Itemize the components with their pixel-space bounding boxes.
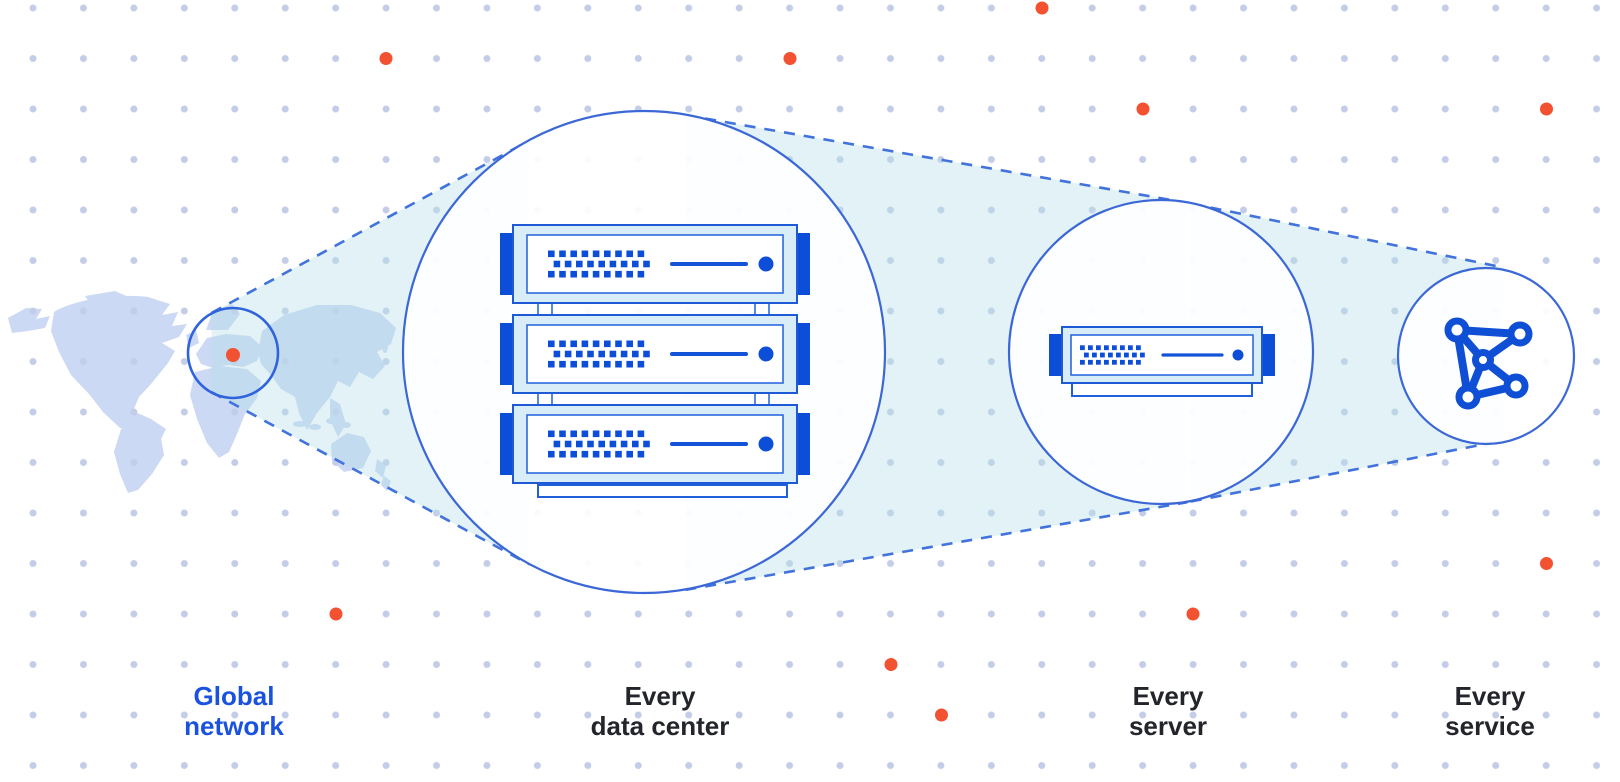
server-rack-icon bbox=[500, 224, 810, 498]
dashed-line bbox=[210, 390, 530, 566]
server-icon bbox=[1049, 326, 1275, 397]
orange-accent-dot bbox=[1540, 102, 1553, 116]
server-ear-left bbox=[500, 413, 513, 475]
dashed-line bbox=[1190, 439, 1504, 503]
orange-accent-dot bbox=[1035, 1, 1049, 15]
location-marker-dot bbox=[226, 348, 240, 362]
server-ear-right bbox=[797, 413, 810, 475]
label-line: data center bbox=[590, 711, 730, 741]
server-unit bbox=[500, 224, 810, 304]
rack-pedestal bbox=[537, 484, 788, 498]
label-line: Global bbox=[193, 681, 275, 711]
server-led-dot bbox=[758, 346, 774, 362]
mesh-node bbox=[1507, 321, 1533, 347]
orange-accent-dot bbox=[884, 658, 898, 671]
server-dot-matrix bbox=[548, 430, 650, 458]
server-led-dot bbox=[758, 436, 774, 452]
label-line: Every bbox=[1454, 681, 1526, 711]
server-base bbox=[1071, 382, 1253, 397]
server-ear-right bbox=[1262, 334, 1275, 376]
label-line: server bbox=[1128, 711, 1208, 741]
orange-accent-dot bbox=[935, 708, 948, 722]
stage-label-every-service: Every service bbox=[1445, 681, 1535, 741]
orange-accent-dot bbox=[1136, 102, 1150, 116]
server-ear-right bbox=[797, 233, 810, 295]
orange-accent-dot bbox=[329, 607, 343, 621]
dashed-line bbox=[685, 500, 1188, 592]
stage-label-every-data-center: Every data center bbox=[591, 681, 730, 741]
stage-label-global-network: Global network bbox=[184, 681, 284, 741]
orange-accent-dot bbox=[1540, 557, 1553, 570]
orange-accent-dot bbox=[379, 52, 393, 65]
server-dot-matrix bbox=[1080, 345, 1145, 365]
dashed-line bbox=[1190, 202, 1504, 269]
orange-accent-dot bbox=[1186, 607, 1200, 621]
server-ear-left bbox=[1049, 334, 1062, 376]
mesh-node bbox=[1503, 373, 1529, 399]
orange-accent-dots bbox=[329, 1, 1553, 722]
server-unit bbox=[500, 404, 810, 484]
orange-accent-dot bbox=[783, 52, 797, 65]
dashed-tangent-lines bbox=[210, 113, 1504, 592]
mesh-node bbox=[1455, 384, 1481, 410]
network-mesh-icon bbox=[1444, 317, 1533, 410]
server-led-dot bbox=[758, 256, 774, 272]
label-line: Every bbox=[624, 681, 696, 711]
server-dot-matrix bbox=[548, 340, 650, 368]
label-line: Every bbox=[1132, 681, 1204, 711]
mesh-node-center bbox=[1472, 349, 1494, 371]
label-line: service bbox=[1445, 711, 1535, 741]
server-ear-right bbox=[797, 323, 810, 385]
stage-label-every-server: Every server bbox=[1129, 681, 1207, 741]
server-unit bbox=[500, 314, 810, 394]
server-ear-left bbox=[500, 233, 513, 295]
server-ear-left bbox=[500, 323, 513, 385]
server-dot-matrix bbox=[548, 250, 650, 278]
label-line: network bbox=[184, 711, 284, 741]
mesh-node bbox=[1444, 317, 1470, 343]
dashed-line bbox=[685, 113, 1188, 205]
server-led-dot bbox=[1232, 349, 1244, 361]
dashed-line bbox=[210, 139, 530, 315]
map-focus-circle bbox=[186, 306, 280, 400]
